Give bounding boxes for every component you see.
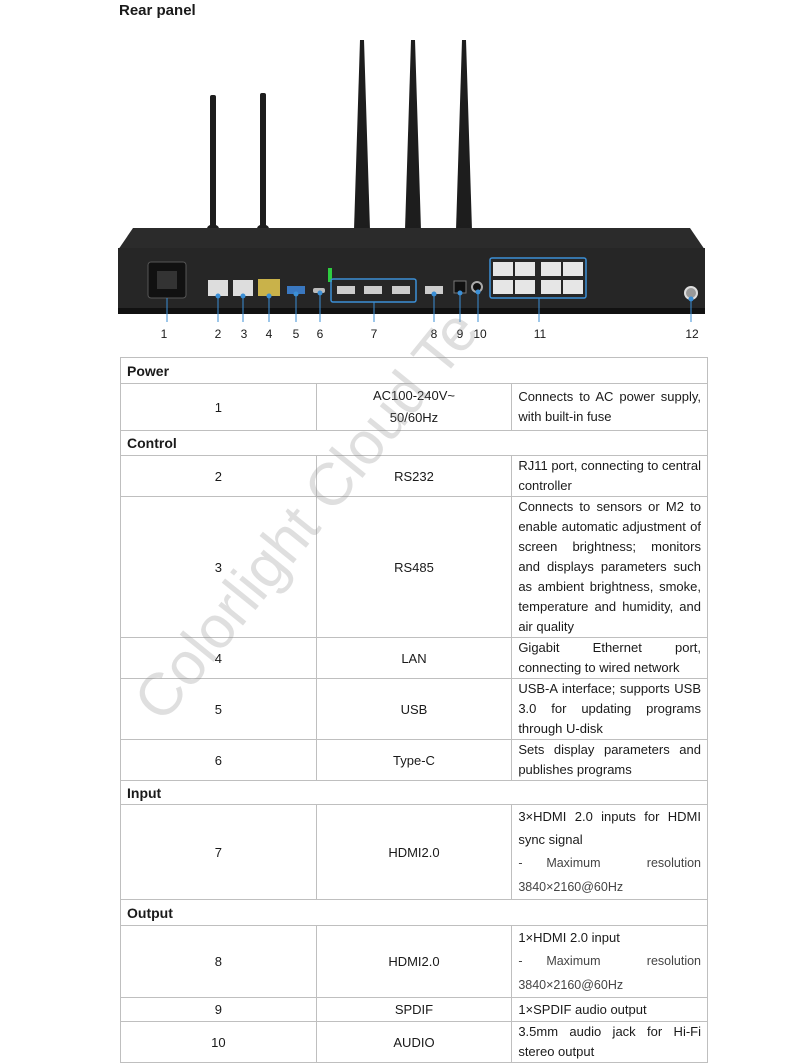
table-row: 10 AUDIO 3.5mm audio jack for Hi-Fi ster… [120,1021,708,1063]
row-description: 1×SPDIF audio output [511,997,708,1022]
row-description: 3.5mm audio jack for Hi-Fi stereo output [511,1021,708,1063]
section-heading: Rear panel [119,2,196,19]
callout-2: 2 [214,327,222,341]
row-description: Sets display parameters and publishes pr… [511,739,708,781]
callout-10: 10 [473,327,487,341]
callout-3: 3 [240,327,248,341]
row-number: 6 [120,739,317,781]
row-number: 10 [120,1021,317,1063]
row-description: 1×HDMI 2.0 input -Maximum resolution 384… [511,925,708,998]
callout-1: 1 [160,327,168,341]
table-row: 4 LAN Gigabit Ethernet port, connecting … [120,637,708,679]
row-name: HDMI2.0 [315,804,513,900]
callout-9: 9 [456,327,464,341]
row-name: USB [315,678,513,740]
table-row: 1 AC100-240V~ 50/60Hz Connects to AC pow… [120,383,708,431]
spec-table: Power 1 AC100-240V~ 50/60Hz Connects to … [120,357,708,1063]
row-number: 2 [120,455,317,497]
row-description-sub: Maximum resolution 3840×2160@60Hz [518,954,701,992]
row-number: 5 [120,678,317,740]
row-name: Type-C [315,739,513,781]
row-number: 3 [120,496,317,638]
callout-4: 4 [265,327,273,341]
section-control: Control [120,430,708,456]
row-number: 9 [120,997,317,1022]
table-row: 7 HDMI2.0 3×HDMI 2.0 inputs for HDMI syn… [120,804,708,900]
row-description: Connects to sensors or M2 to enable auto… [511,496,708,638]
callout-7: 7 [370,327,378,341]
row-description-main: 1×HDMI 2.0 input [518,930,620,945]
callout-8: 8 [430,327,438,341]
row-number: 8 [120,925,317,998]
callout-12: 12 [685,327,699,341]
row-name-line: AC100-240V~ [372,388,455,403]
bullet-dash: - [518,856,523,870]
chassis [118,228,705,314]
row-description: Gigabit Ethernet port, connecting to wir… [511,637,708,679]
row-number: 4 [120,637,317,679]
callout-6: 6 [316,327,324,341]
row-description: RJ11 port, connecting to central control… [511,455,708,497]
table-row: 2 RS232 RJ11 port, connecting to central… [120,455,708,497]
row-number: 7 [120,804,317,900]
row-description: Connects to AC power supply, with built-… [511,383,708,431]
row-name: LAN [315,637,513,679]
row-name: RS232 [315,455,513,497]
row-name: RS485 [315,496,513,638]
table-row: 8 HDMI2.0 1×HDMI 2.0 input -Maximum reso… [120,925,708,998]
row-name: SPDIF [315,997,513,1022]
row-description-sub: Maximum resolution 3840×2160@60Hz [518,856,701,894]
row-name: AUDIO [315,1021,513,1063]
section-power: Power [120,357,708,384]
section-output: Output [120,899,708,926]
callout-11: 11 [533,327,547,341]
callout-5: 5 [292,327,300,341]
section-input: Input [120,780,708,805]
bullet-dash: - [518,954,523,968]
row-name-line: 50/60Hz [389,410,439,425]
row-number: 1 [120,383,317,431]
row-name: HDMI2.0 [315,925,513,998]
row-description: USB-A interface; supports USB 3.0 for up… [511,678,708,740]
table-row: 5 USB USB-A interface; supports USB 3.0 … [120,678,708,740]
row-name: AC100-240V~ 50/60Hz [315,383,513,431]
rear-panel-figure [118,40,705,322]
row-description-main: 3×HDMI 2.0 inputs for HDMI sync signal [518,809,701,847]
table-row: 9 SPDIF 1×SPDIF audio output [120,997,708,1022]
table-row: 3 RS485 Connects to sensors or M2 to ena… [120,496,708,638]
table-row: 6 Type-C Sets display parameters and pub… [120,739,708,781]
row-description: 3×HDMI 2.0 inputs for HDMI sync signal -… [511,804,708,900]
